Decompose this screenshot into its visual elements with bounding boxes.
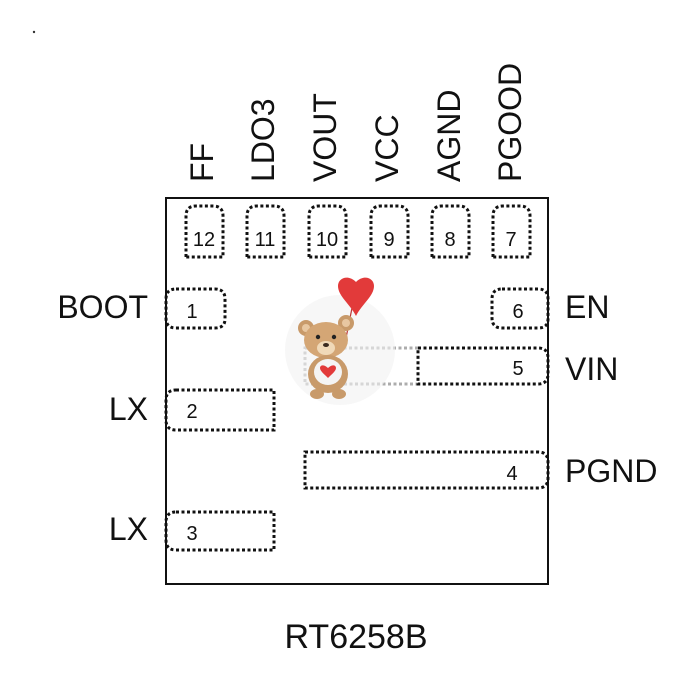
pad-5-overlap-ghost	[303, 346, 420, 386]
pin-name-lx-3: LX	[109, 511, 148, 547]
pad-10	[307, 204, 348, 259]
pin-name-en: EN	[565, 289, 609, 325]
pin-num-1: 1	[186, 301, 197, 323]
pad-8	[430, 204, 471, 259]
pin-name-lx-2: LX	[109, 391, 148, 427]
pad-11	[245, 204, 286, 259]
pad-9	[369, 204, 410, 259]
pin-name-pgood: PGOOD	[492, 63, 528, 182]
pin-name-agnd: AGND	[431, 90, 467, 182]
pin-name-vout: VOUT	[307, 93, 343, 182]
pad-4	[303, 450, 550, 490]
pin-name-vin: VIN	[565, 351, 618, 387]
pin-num-10: 10	[316, 229, 338, 251]
pad-2	[164, 388, 276, 432]
pad-6	[490, 287, 550, 330]
pad-5	[416, 346, 550, 386]
pin-num-11: 11	[255, 229, 276, 251]
pin-num-6: 6	[512, 301, 523, 323]
pin-num-3: 3	[186, 523, 197, 545]
pad-1	[164, 287, 227, 330]
pin-num-8: 8	[444, 229, 455, 251]
pin-num-7: 7	[505, 229, 516, 251]
pin-num-12: 12	[193, 229, 215, 251]
teddy-bear-with-heart-balloon-icon	[285, 277, 395, 405]
pad-3	[164, 510, 276, 552]
pin-num-2: 2	[186, 401, 197, 423]
part-number: RT6258B	[284, 618, 427, 656]
pin-name-ff: FF	[184, 143, 220, 182]
pin-num-9: 9	[383, 229, 394, 251]
pin-num-4: 4	[506, 463, 517, 485]
pad-12	[184, 204, 225, 259]
pin-name-vcc: VCC	[369, 114, 405, 182]
pin-num-5: 5	[512, 358, 523, 380]
pad-7	[491, 204, 532, 259]
stray-dot	[32, 30, 36, 34]
pin-name-ldo3: LDO3	[245, 98, 281, 182]
pin-name-boot: BOOT	[57, 289, 148, 325]
package-outline	[165, 197, 549, 585]
pin-name-pgnd: PGND	[565, 453, 657, 489]
